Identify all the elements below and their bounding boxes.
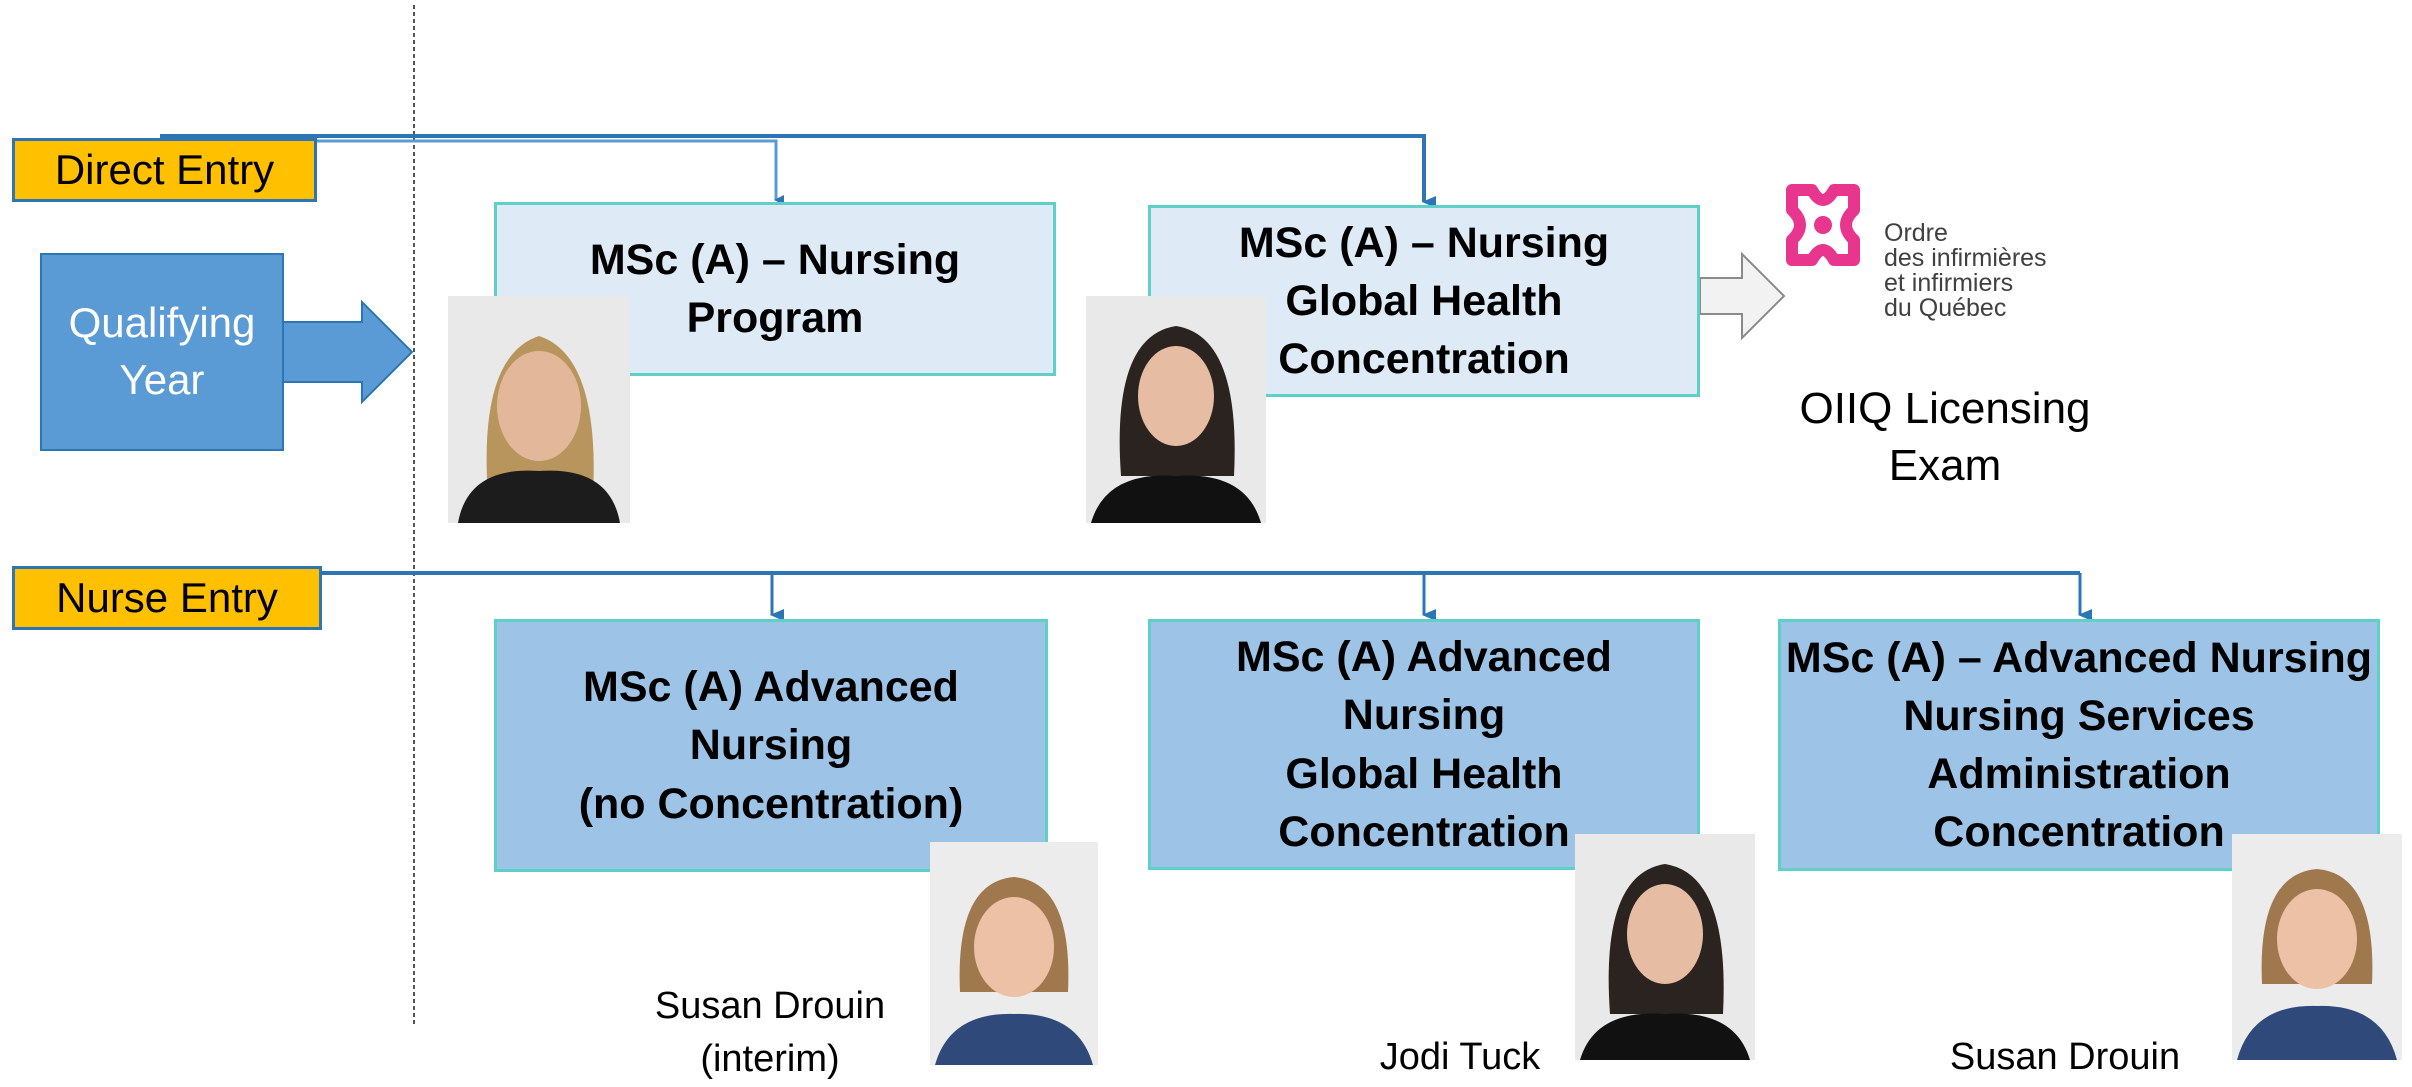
direct-entry-text: Direct Entry bbox=[54, 146, 275, 193]
oiiq-logo-text: Ordre des infirmières et infirmiers du Q… bbox=[1884, 196, 2104, 321]
portrait-photo-2 bbox=[1086, 296, 1266, 523]
licensing-exam-label: OIIQ Licensing Exam bbox=[1770, 323, 2120, 490]
caption-adv-admin-text: Susan Drouin bbox=[1949, 1036, 2181, 1079]
direct-entry-connector-2 bbox=[160, 134, 1436, 208]
portrait-photo-3 bbox=[930, 842, 1098, 1065]
connector-lines bbox=[160, 5, 2092, 1025]
program-box-adv-no-concentration: MSc (A) Advanced Nursing (no Concentrati… bbox=[494, 619, 1048, 872]
program-box-adv-admin: MSc (A) – Advanced Nursing Nursing Servi… bbox=[1778, 619, 2380, 871]
program-adv-admin-text: MSc (A) – Advanced Nursing Nursing Servi… bbox=[1785, 633, 2373, 857]
qualifying-arrow bbox=[279, 299, 414, 405]
direct-entry-label: Direct Entry bbox=[12, 138, 317, 202]
qualifying-year-box: Qualifying Year bbox=[40, 253, 284, 451]
caption-adv-no-concentration: Susan Drouin (interim) bbox=[600, 927, 940, 1080]
oiiq-logo-label: Ordre des infirmières et infirmiers du Q… bbox=[1884, 219, 2047, 322]
caption-adv-global-health-text: Jodi Tuck bbox=[1379, 1036, 1541, 1079]
program-adv-no-concentration-text: MSc (A) Advanced Nursing (no Concentrati… bbox=[578, 663, 964, 828]
qualifying-year-text: Qualifying Year bbox=[68, 299, 256, 403]
licensing-exam-text: OIIQ Licensing Exam bbox=[1799, 384, 2091, 491]
nurse-entry-label: Nurse Entry bbox=[12, 566, 322, 630]
portrait-photo-4 bbox=[1575, 834, 1755, 1060]
portrait-photo-5 bbox=[2232, 834, 2402, 1060]
portrait-photo-1 bbox=[448, 296, 630, 523]
caption-adv-admin: Susan Drouin bbox=[1910, 978, 2220, 1078]
program-adv-global-health-text: MSc (A) Advanced Nursing Global Health C… bbox=[1236, 633, 1612, 856]
direct-entry-connector-1 bbox=[160, 139, 784, 205]
licensing-arrow bbox=[1699, 251, 1786, 341]
program-nursing-text: MSc (A) – Nursing Program bbox=[589, 235, 961, 342]
nurse-entry-text: Nurse Entry bbox=[56, 574, 278, 621]
caption-adv-no-concentration-text: Susan Drouin (interim) bbox=[654, 985, 886, 1081]
program-global-health-text: MSc (A) – Nursing Global Health Concentr… bbox=[1238, 218, 1610, 384]
caption-adv-global-health: Jodi Tuck bbox=[1330, 978, 1590, 1078]
program-box-adv-global-health: MSc (A) Advanced Nursing Global Health C… bbox=[1148, 619, 1700, 870]
oiiq-logo-icon bbox=[1778, 180, 1868, 270]
